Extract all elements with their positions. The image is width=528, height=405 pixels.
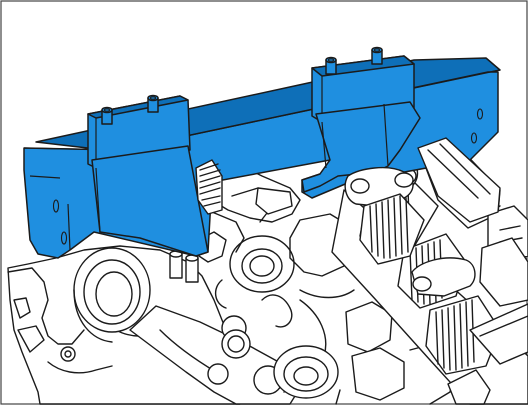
camshaft-knurled-drum-3: [425, 295, 501, 375]
tool-slots: [52, 108, 484, 245]
engine-cylinder-head: [7, 159, 459, 405]
locating-pin-3: [325, 56, 337, 75]
locating-pin-4: [371, 46, 383, 65]
foreground-hardware: [195, 137, 501, 265]
locating-pin-2: [147, 94, 159, 113]
locking-block-right: [301, 46, 421, 193]
camshaft-locking-tool: [23, 46, 501, 259]
locking-block-left: [87, 94, 209, 257]
locating-pin-1: [101, 106, 113, 125]
